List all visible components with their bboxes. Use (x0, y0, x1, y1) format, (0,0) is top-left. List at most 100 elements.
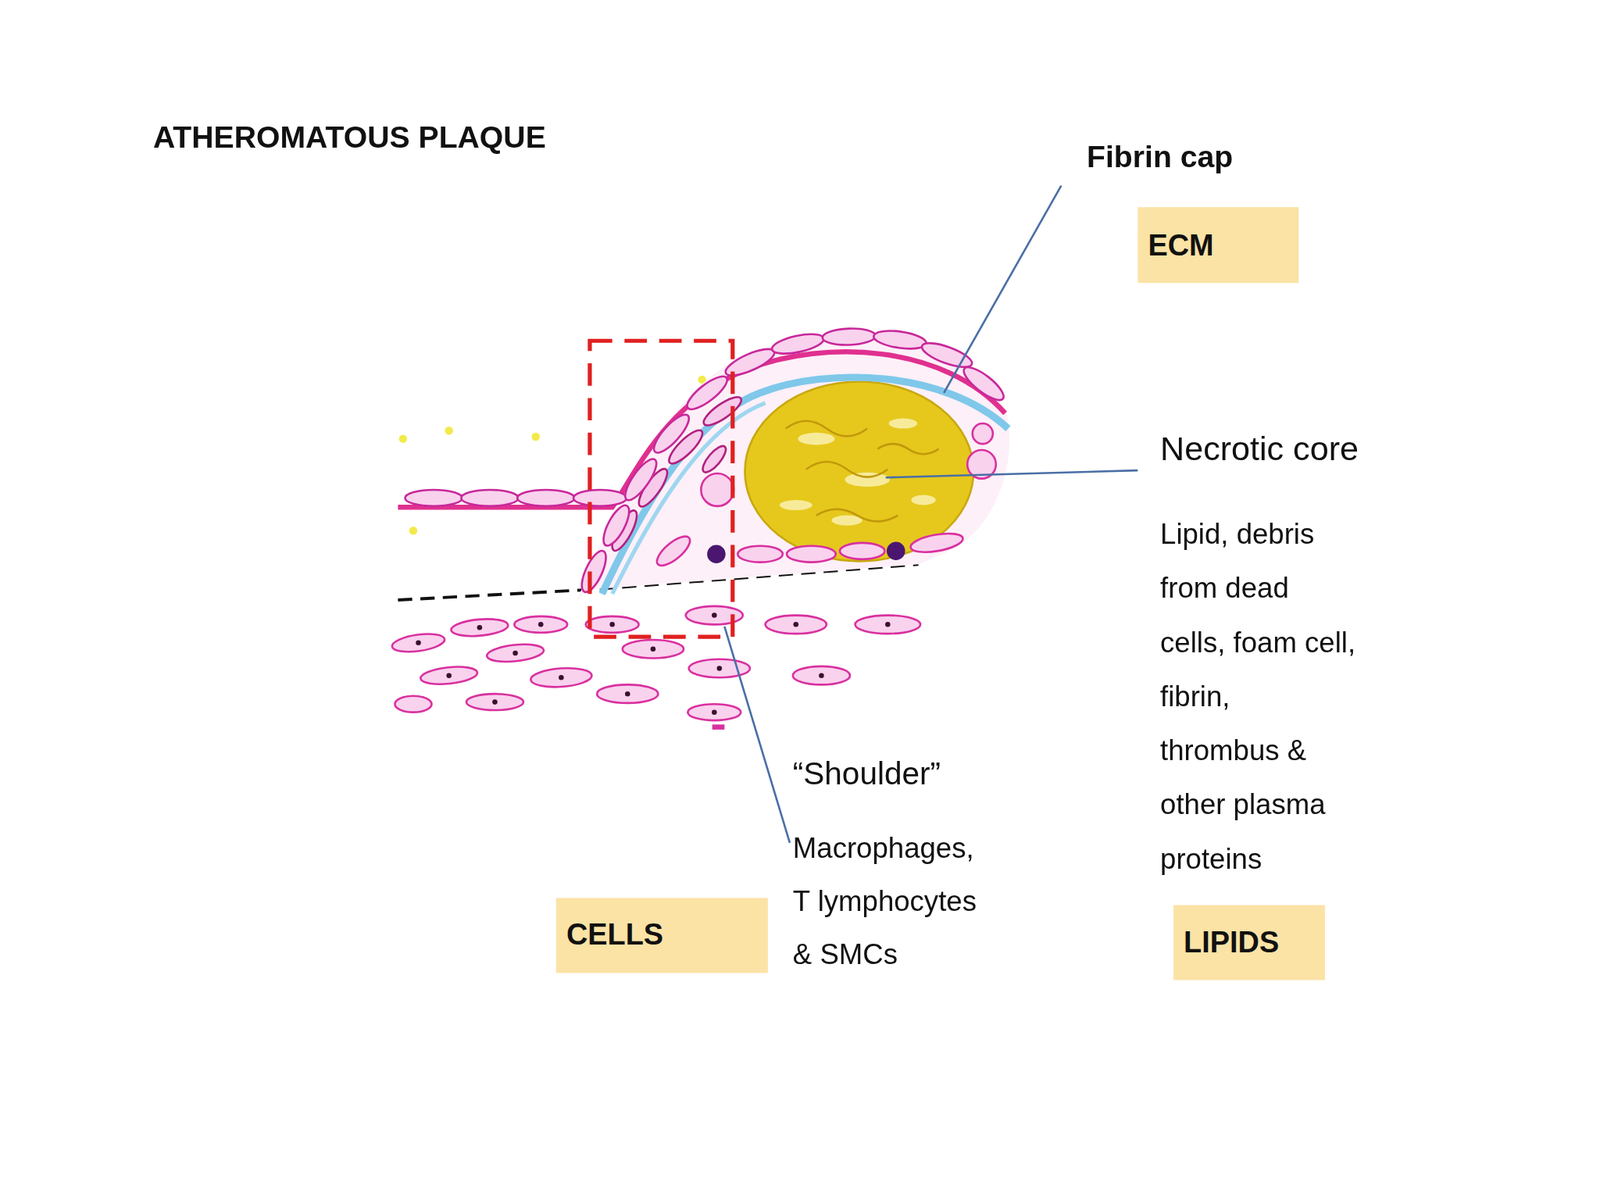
endothelial-cell (405, 489, 463, 507)
cell-nucleus (512, 650, 518, 657)
core-speck (889, 418, 918, 429)
leader-line (885, 470, 1139, 478)
intimal-cell (786, 546, 836, 563)
endothelial-cell (517, 489, 575, 507)
smooth-muscle-cell (585, 616, 640, 633)
collagen-layer (602, 377, 1009, 594)
core-swirl (785, 421, 868, 437)
smooth-muscle-cell (689, 659, 750, 679)
cell-nucleus (625, 691, 631, 697)
endothelial-cell (649, 410, 694, 458)
smooth-muscle-cell (394, 696, 432, 713)
endothelial-cell (577, 547, 611, 596)
category-box: CELLS (556, 897, 768, 972)
plaque-intima (576, 336, 1010, 602)
leader-line (943, 185, 1061, 393)
endothelial-cell (682, 371, 732, 415)
smooth-muscle-cell (485, 642, 545, 665)
cell-fragment (712, 724, 725, 730)
category-label: CELLS (566, 918, 664, 953)
callout-label: “Shoulder” (792, 756, 1059, 793)
necrotic-core (744, 381, 974, 561)
lumen-dot (399, 434, 408, 443)
endothelial-cell (821, 327, 876, 346)
endothelial-cell (598, 501, 634, 550)
diagram-title: ATHEROMATOUS PLAQUE (153, 120, 547, 156)
macrophage-nucleus (707, 544, 726, 564)
category-box: LIPIDS (1173, 905, 1325, 980)
endothelial-cell (620, 454, 662, 504)
intimal-cell (839, 542, 885, 560)
smooth-muscle-cell (596, 684, 658, 704)
core-speck (910, 494, 936, 505)
smooth-muscle-cell (687, 703, 741, 721)
leader-line (724, 626, 790, 843)
cell-nucleus (793, 621, 800, 628)
smooth-muscle-cell (855, 615, 922, 635)
core-swirl (806, 461, 888, 478)
cell-nucleus (558, 675, 565, 681)
core-swirl (816, 509, 898, 522)
smooth-muscle-cell (450, 617, 510, 639)
category-label: LIPIDS (1183, 925, 1279, 960)
cell-nucleus (415, 640, 422, 647)
foam-cell (700, 473, 734, 507)
cell-nucleus (650, 646, 657, 652)
smooth-muscle-cell (419, 664, 479, 686)
basement-membrane (397, 351, 1005, 508)
cell-nucleus (818, 672, 825, 679)
callout-description: Macrophages, T lymphocytes & SMCs (792, 822, 988, 983)
intimal-cell (737, 546, 783, 563)
cell-nucleus (717, 665, 723, 672)
core-speck (797, 432, 835, 446)
cell-nucleus (711, 612, 718, 618)
collagen-layer (612, 403, 766, 594)
cell-nucleus (885, 621, 891, 628)
endothelial-cell (872, 328, 928, 352)
lumen-dot (409, 526, 418, 535)
core-swirls (785, 421, 940, 522)
category-label: ECM (1147, 228, 1214, 262)
cap-smooth-muscle-cell (699, 442, 730, 476)
smooth-muscle-cell (466, 693, 524, 711)
lumen-dot (531, 432, 540, 441)
smooth-muscle-cell (765, 615, 827, 635)
core-speck (779, 500, 813, 511)
endothelial-cell (460, 489, 518, 507)
lumen-dot (444, 426, 453, 435)
intimal-cells (652, 530, 965, 571)
intimal-cell (652, 532, 694, 572)
callout-label: Necrotic core (1160, 429, 1467, 469)
endothelial-cell (573, 489, 627, 507)
foam-cell (972, 423, 993, 444)
smooth-muscle-cell (514, 616, 568, 633)
category-box: ECM (1137, 207, 1298, 283)
cell-nucleus (477, 625, 483, 631)
foam-cells (700, 423, 996, 507)
endothelium (405, 327, 1009, 595)
endothelial-cell (959, 362, 1008, 406)
cell-nucleus (492, 699, 498, 705)
cell-nucleus (538, 621, 544, 628)
core-speck (831, 515, 862, 526)
core-swirl (877, 443, 939, 454)
macrophage-nucleus (886, 542, 906, 561)
intimal-cell (909, 530, 965, 556)
smooth-muscle-cell (390, 631, 446, 655)
smooth-muscle-cell (622, 639, 684, 659)
cell-nucleus (609, 621, 615, 628)
core-speck (844, 472, 890, 487)
callout-description: Lipid, debris from dead cells, foam cell… (1160, 507, 1357, 886)
smooth-muscle-cell (529, 666, 593, 690)
media-smc-group (390, 606, 921, 721)
core-texture (779, 418, 936, 526)
cell-nucleus (446, 672, 452, 679)
smooth-muscle-cell (792, 666, 850, 686)
callout-label: Fibrin cap (1086, 139, 1353, 175)
shoulder-box (589, 340, 733, 637)
endothelial-cell (770, 330, 826, 358)
media-nuclei (415, 612, 890, 715)
